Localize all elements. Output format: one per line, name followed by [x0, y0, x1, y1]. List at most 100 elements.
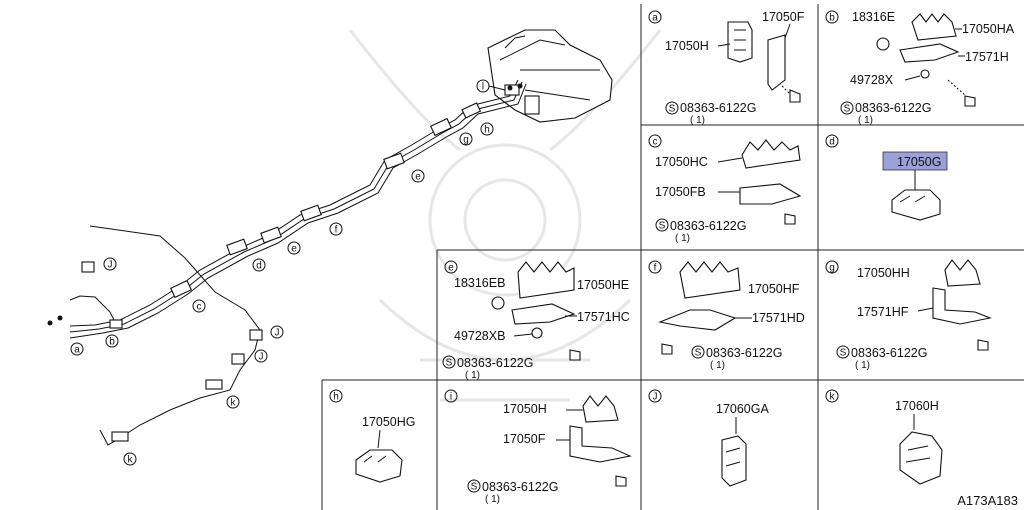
svg-text:08363-6122G: 08363-6122G	[706, 346, 782, 360]
svg-text:08363-6122G: 08363-6122G	[680, 101, 756, 115]
svg-text:J: J	[275, 328, 280, 339]
svg-text:08363-6122G: 08363-6122G	[855, 101, 931, 115]
svg-text:17050HF: 17050HF	[748, 282, 800, 296]
svg-text:S: S	[844, 104, 851, 115]
svg-text:17060GA: 17060GA	[716, 402, 769, 416]
line-clips	[47, 83, 523, 442]
callout-j2[interactable]: J	[270, 325, 284, 339]
svg-text:k: k	[231, 398, 237, 409]
svg-text:08363-6122G: 08363-6122G	[457, 356, 533, 370]
svg-text:( 1): ( 1)	[465, 370, 480, 381]
panel-i: i 17050H 17050F S 08363-6122G ( 1)	[444, 389, 632, 505]
svg-text:18316EB: 18316EB	[454, 276, 505, 290]
svg-text:J: J	[653, 392, 658, 403]
svg-text:a: a	[74, 345, 80, 356]
svg-text:17050HG: 17050HG	[362, 415, 416, 429]
svg-text:h: h	[333, 392, 339, 403]
svg-text:49728XB: 49728XB	[454, 329, 505, 343]
svg-text:( 1): ( 1)	[855, 360, 870, 371]
svg-text:b: b	[829, 13, 835, 24]
svg-text:d: d	[829, 137, 835, 148]
layout-callouts: l h g e f e d c b a J J J k k	[70, 79, 506, 466]
callout-k1[interactable]: k	[226, 395, 240, 409]
callout-g[interactable]: g	[459, 132, 473, 146]
svg-text:S: S	[446, 358, 453, 369]
svg-text:S: S	[695, 348, 702, 359]
callout-h[interactable]: h	[480, 122, 494, 136]
svg-text:17571H: 17571H	[965, 50, 1009, 64]
callout-e[interactable]: e	[411, 169, 425, 183]
svg-text:S: S	[840, 348, 847, 359]
svg-text:17050H: 17050H	[503, 402, 547, 416]
svg-text:g: g	[463, 135, 469, 146]
svg-text:S: S	[669, 104, 676, 115]
svg-text:J: J	[259, 352, 264, 363]
svg-text:17050F: 17050F	[762, 10, 805, 24]
fuel-tank	[487, 29, 613, 123]
panel-f: f 17050HF 17571HD S 08363-6122G ( 1)	[648, 260, 805, 371]
svg-text:S: S	[659, 221, 666, 232]
svg-text:c: c	[197, 302, 202, 313]
svg-text:e: e	[448, 263, 454, 274]
panel-grid	[321, 4, 1024, 510]
svg-text:17571HD: 17571HD	[752, 311, 805, 325]
svg-text:e: e	[415, 172, 421, 183]
panel-d: d 17050G	[825, 134, 948, 221]
svg-text:17050H: 17050H	[665, 39, 709, 53]
svg-text:18316E: 18316E	[852, 10, 895, 24]
svg-text:08363-6122G: 08363-6122G	[482, 480, 558, 494]
svg-text:17050F: 17050F	[503, 432, 546, 446]
svg-text:b: b	[109, 337, 115, 348]
callout-j3[interactable]: J	[254, 349, 268, 363]
callout-d[interactable]: d	[252, 258, 266, 272]
panel-e: e 18316EB 17050HE 17571HC 49728XB S 0836…	[442, 260, 630, 381]
panel-j: J 17060GA	[648, 389, 769, 487]
callout-a[interactable]: a	[70, 342, 84, 356]
svg-text:08363-6122G: 08363-6122G	[670, 219, 746, 233]
svg-text:f: f	[654, 263, 657, 274]
panel-g: g 17050HH 17571HF S 08363-6122G ( 1)	[825, 259, 992, 371]
svg-text:17050HC: 17050HC	[655, 155, 708, 169]
svg-text:17060H: 17060H	[895, 399, 939, 413]
svg-text:17571HF: 17571HF	[857, 305, 909, 319]
panel-b: b 18316E 17050HA 17571H 49728X S 08363-6…	[825, 10, 1015, 126]
svg-text:17050FB: 17050FB	[655, 185, 706, 199]
svg-text:l: l	[482, 82, 484, 93]
svg-text:08363-6122G: 08363-6122G	[851, 346, 927, 360]
panel-k: k 17060H	[825, 389, 943, 485]
svg-text:( 1): ( 1)	[858, 115, 873, 126]
svg-text:17571HC: 17571HC	[577, 310, 630, 324]
svg-text:h: h	[484, 125, 490, 136]
svg-text:( 1): ( 1)	[690, 115, 705, 126]
panel-a: a 17050F 17050H S 08363-6122G ( 1)	[648, 10, 805, 126]
svg-text:i: i	[450, 392, 452, 403]
svg-text:17050HA: 17050HA	[962, 22, 1015, 36]
reference-code: A173A183	[957, 493, 1018, 508]
svg-text:J: J	[108, 260, 113, 271]
callout-f[interactable]: f	[329, 222, 343, 236]
svg-text:49728X: 49728X	[850, 73, 894, 87]
callout-j1[interactable]: J	[103, 257, 117, 271]
svg-text:17050G: 17050G	[897, 155, 941, 169]
callout-e2[interactable]: e	[287, 241, 301, 255]
callout-b[interactable]: b	[105, 334, 119, 348]
svg-text:( 1): ( 1)	[485, 494, 500, 505]
svg-text:a: a	[652, 13, 658, 24]
svg-text:k: k	[128, 455, 134, 466]
callout-k2[interactable]: k	[123, 452, 137, 466]
svg-text:( 1): ( 1)	[675, 233, 690, 244]
fuel-lines	[69, 79, 527, 446]
panel-h: h 17050HG	[329, 389, 416, 483]
callout-l[interactable]: l	[476, 79, 506, 93]
svg-text:d: d	[256, 261, 262, 272]
svg-text:e: e	[291, 244, 297, 255]
panel-c: c 17050HC 17050FB S 08363-6122G ( 1)	[648, 134, 802, 244]
svg-text:c: c	[653, 137, 658, 148]
callout-c[interactable]: c	[192, 299, 206, 313]
svg-text:( 1): ( 1)	[710, 360, 725, 371]
svg-text:f: f	[335, 225, 338, 236]
svg-text:17050HH: 17050HH	[857, 266, 910, 280]
svg-text:k: k	[830, 392, 836, 403]
svg-text:17050HE: 17050HE	[577, 278, 629, 292]
